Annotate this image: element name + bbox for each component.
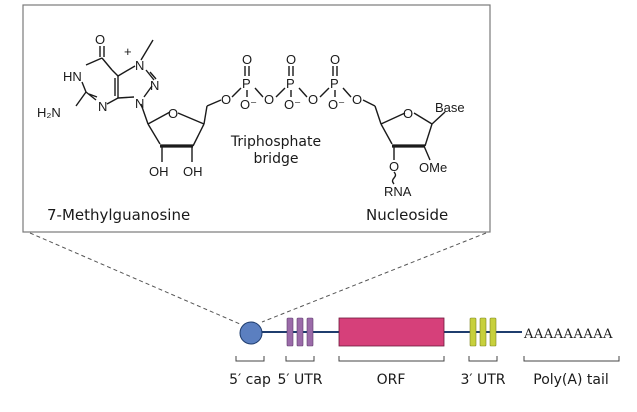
methylguanosine-structure: O HN H₂N N N + N N O OH OH	[37, 32, 222, 179]
bracket-polya	[523, 356, 620, 362]
region-label-cap: 5′ cap	[229, 372, 271, 388]
triphosphate-structure: O P O O⁻ O P O O⁻ O P O O⁻ O Triphosphat…	[221, 52, 376, 167]
atom-n9: N	[135, 96, 144, 111]
bracket-utr5	[285, 356, 315, 362]
zoom-line-right	[261, 232, 487, 323]
atom-o-alpha: O	[242, 52, 252, 67]
utr5-bar-3	[306, 317, 314, 347]
atom-ome: OMe	[419, 160, 447, 175]
utr3-bar-3	[489, 317, 497, 347]
utr3-bars	[469, 317, 497, 347]
atom-p-beta: P	[286, 76, 295, 91]
atom-hn: HN	[63, 69, 82, 84]
nucleoside-structure: O Base O OMe RNA	[374, 100, 465, 199]
atom-o-bridge-3: O	[308, 92, 318, 107]
utr3-bar-2	[479, 317, 487, 347]
atom-o-bridge-2: O	[264, 92, 274, 107]
zoom-line-left	[29, 232, 241, 325]
region-brackets	[235, 356, 620, 362]
atom-p-alpha: P	[242, 76, 251, 91]
region-label-utr3: 3′ UTR	[460, 372, 505, 388]
atom-o-ribose: O	[168, 106, 178, 121]
atom-o-beta: O	[286, 52, 296, 67]
bracket-utr3	[468, 356, 498, 362]
region-label-polya: Poly(A) tail	[533, 372, 608, 388]
atom-oh-3: OH	[183, 164, 203, 179]
atom-base: Base	[435, 100, 465, 115]
atom-o-gamma: O	[330, 52, 340, 67]
region-label-orf: ORF	[377, 372, 406, 388]
atom-plus-charge: +	[124, 44, 132, 59]
atom-h2n: H₂N	[37, 105, 61, 120]
structure-frame	[22, 4, 491, 233]
orf-box	[338, 317, 445, 347]
bracket-orf	[338, 356, 445, 362]
atom-n-imine: N	[150, 78, 159, 93]
utr5-bars	[286, 317, 314, 347]
left-label: 7-Methylguanosine	[47, 206, 190, 224]
atom-p-gamma: P	[330, 76, 339, 91]
atom-n7: N	[135, 58, 144, 73]
cap-sphere	[239, 321, 263, 345]
atom-o-nucleoside-ring: O	[403, 106, 413, 121]
utr5-bar-1	[286, 317, 294, 347]
atom-o-3prime: O	[389, 159, 399, 174]
atom-o-bridge-4: O	[352, 92, 362, 107]
bridge-label-line1: Triphosphate	[230, 134, 321, 150]
atom-rna: RNA	[384, 184, 412, 199]
atom-o-carbonyl: O	[95, 32, 105, 47]
atom-o-minus-gamma: O⁻	[328, 97, 345, 112]
polya-text: AAAAAAAAA	[523, 327, 613, 342]
bracket-cap	[235, 356, 265, 362]
utr5-bar-2	[296, 317, 304, 347]
atom-o-minus-beta: O⁻	[284, 97, 301, 112]
atom-n3: N	[98, 99, 107, 114]
utr3-bar-1	[469, 317, 477, 347]
bridge-label-line2: bridge	[254, 151, 299, 167]
mrna-schematic: AAAAAAAAA 5′ cap 5′ UTR ORF 3′ UTR Poly(…	[229, 317, 620, 388]
right-label: Nucleoside	[366, 206, 448, 224]
atom-o-minus-alpha: O⁻	[240, 97, 257, 112]
atom-oh-2: OH	[149, 164, 169, 179]
region-label-utr5: 5′ UTR	[277, 372, 322, 388]
atom-o-bridge-1: O	[221, 92, 231, 107]
